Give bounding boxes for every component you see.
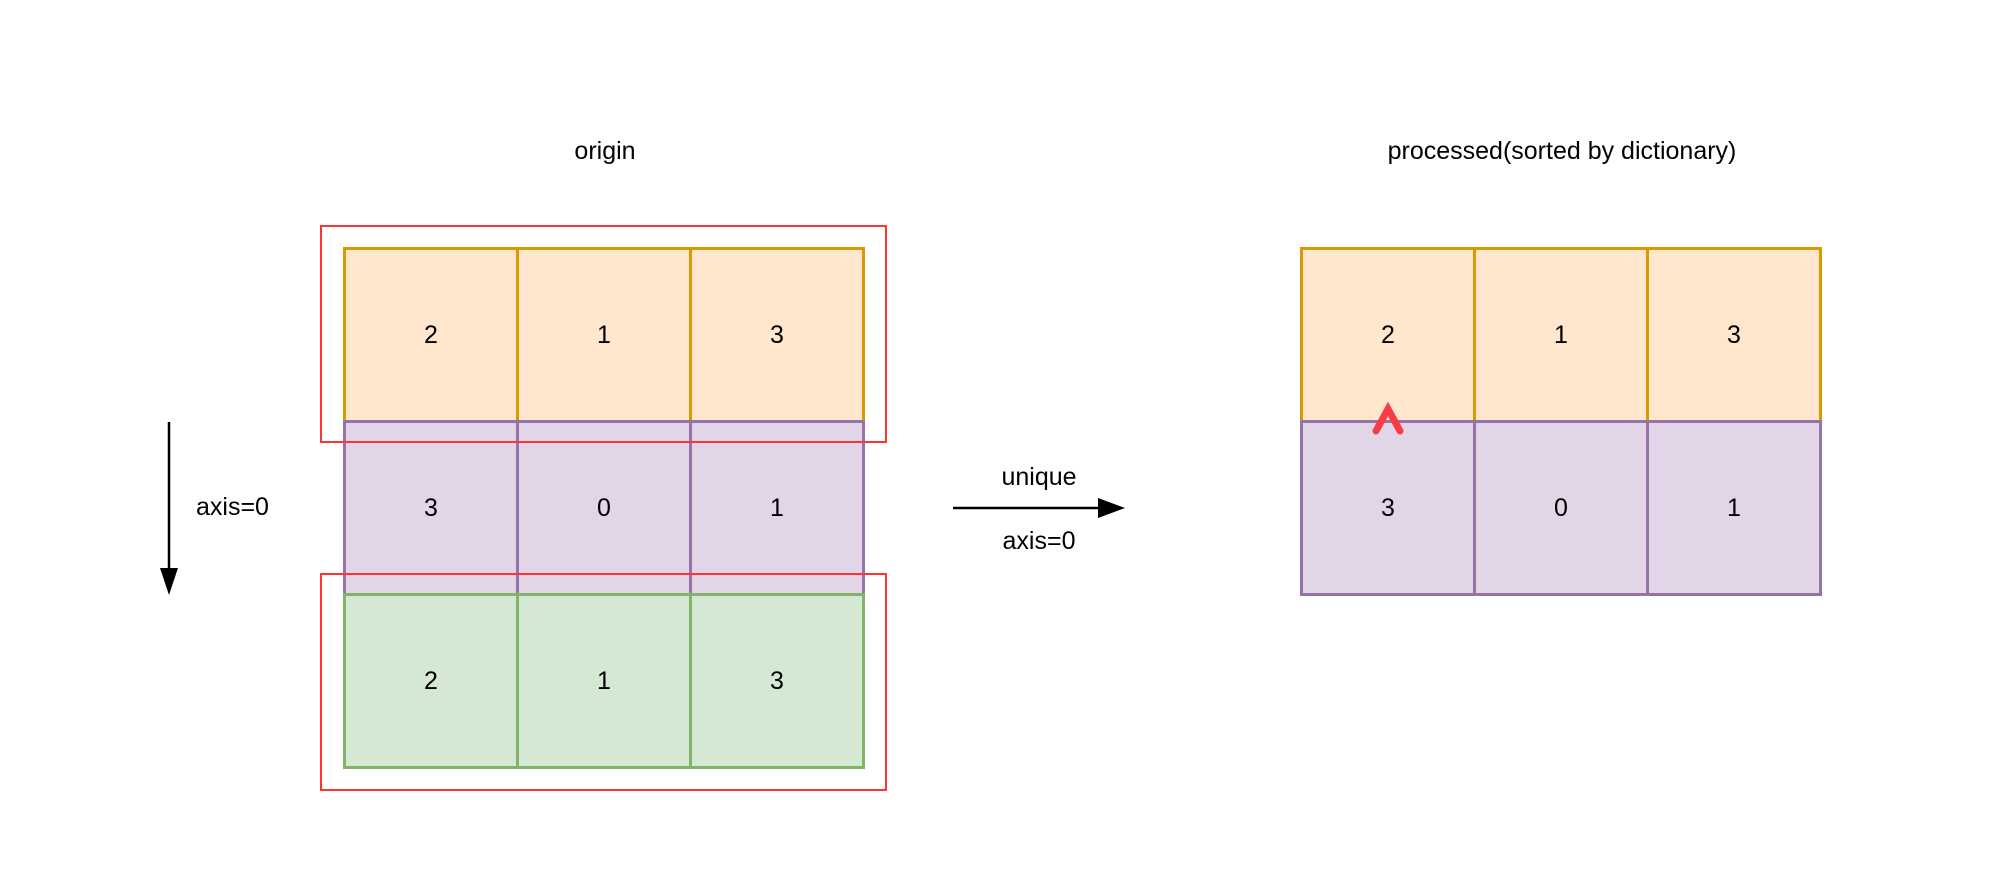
unique-label: unique — [1001, 463, 1077, 491]
unique-axis0-label: axis=0 — [1002, 527, 1076, 555]
processed-row-0: 2 1 3 — [1300, 247, 1822, 423]
matrix-cell: 1 — [1646, 420, 1822, 596]
processed-title: processed(sorted by dictionary) — [1387, 137, 1737, 165]
matrix-cell: 0 — [1473, 420, 1649, 596]
matrix-cell: 3 — [1646, 247, 1822, 423]
caret-marker-icon — [1372, 401, 1404, 435]
matrix-cell: 3 — [1300, 420, 1476, 596]
matrix-cell: 2 — [343, 247, 519, 423]
matrix-cell: 3 — [343, 420, 519, 596]
origin-row-2: 2 1 3 — [343, 593, 865, 769]
unique-right-arrow-icon — [953, 498, 1125, 518]
matrix-cell: 3 — [689, 593, 865, 769]
matrix-cell: 1 — [516, 247, 692, 423]
matrix-cell: 1 — [516, 593, 692, 769]
matrix-cell: 3 — [689, 247, 865, 423]
axis0-label: axis=0 — [196, 493, 269, 521]
matrix-cell: 2 — [343, 593, 519, 769]
matrix-cell: 1 — [689, 420, 865, 596]
origin-title: origin — [574, 137, 636, 165]
origin-row-0: 2 1 3 — [343, 247, 865, 423]
processed-row-1: 3 0 1 — [1300, 420, 1822, 596]
matrix-cell: 2 — [1300, 247, 1476, 423]
origin-row-1: 3 0 1 — [343, 420, 865, 596]
matrix-cell: 0 — [516, 420, 692, 596]
axis0-down-arrow-icon — [160, 422, 178, 595]
matrix-cell: 1 — [1473, 247, 1649, 423]
